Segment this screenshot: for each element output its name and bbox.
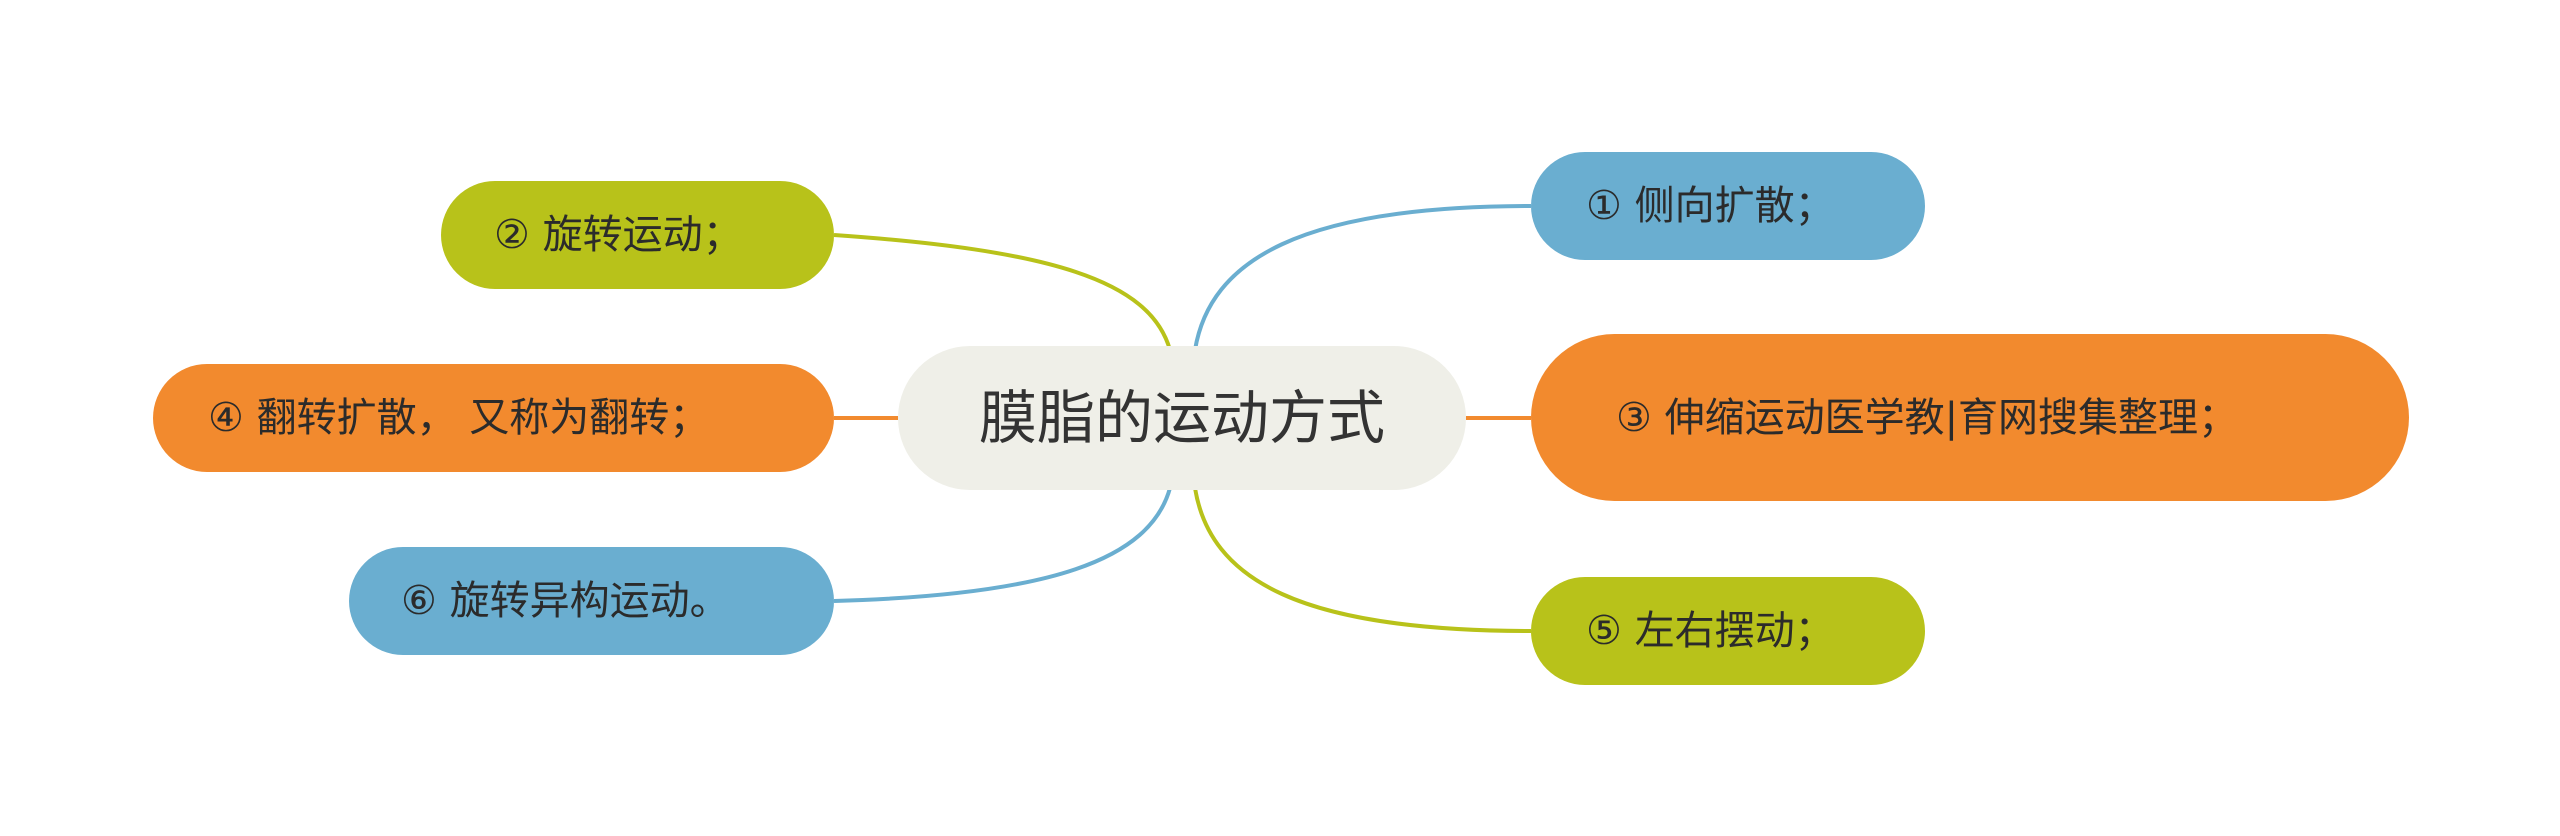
branch-node-label: ⑤ 左右摆动； <box>1586 608 1835 654</box>
branch-node-label: ① 侧向扩散； <box>1586 183 1835 229</box>
branch-node-6[interactable]: ⑥ 旋转异构运动。 <box>349 547 834 655</box>
branch-node-1[interactable]: ① 侧向扩散； <box>1531 152 1925 260</box>
connector-1 <box>1193 204 1532 351</box>
branch-node-label: ③ 伸缩运动医学教|育网搜集整理； <box>1616 394 2239 441</box>
branch-node-5[interactable]: ⑤ 左右摆动； <box>1531 577 1925 685</box>
branch-node-label: ② 旋转运动； <box>494 212 743 258</box>
center-topic[interactable]: 膜脂的运动方式 <box>898 346 1466 490</box>
branch-node-label: ⑥ 旋转异构运动。 <box>401 578 730 624</box>
center-topic-label: 膜脂的运动方式 <box>978 384 1385 452</box>
branch-node-4[interactable]: ④ 翻转扩散， 又称为翻转； <box>153 364 834 472</box>
connector-2 <box>833 233 1172 351</box>
branch-node-3[interactable]: ③ 伸缩运动医学教|育网搜集整理； <box>1531 334 2409 501</box>
connector-6 <box>833 487 1172 603</box>
connector-5 <box>1193 487 1532 633</box>
branch-node-label: ④ 翻转扩散， 又称为翻转； <box>208 395 710 441</box>
branch-node-2[interactable]: ② 旋转运动； <box>441 181 834 289</box>
